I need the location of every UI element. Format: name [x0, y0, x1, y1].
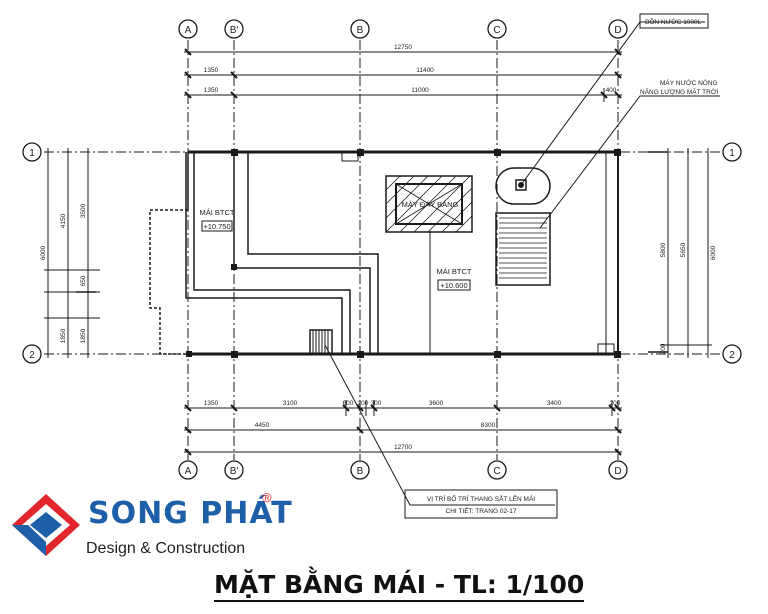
- dim-top-r2-a: 1350: [204, 67, 219, 74]
- axis-label-bottom-B: B: [357, 466, 364, 477]
- logo-tagline: Design & Construction: [86, 540, 246, 557]
- axis-label-top-Bprime: B': [230, 25, 239, 36]
- drawing-title: MẶT BẰNG MÁI - TL: 1/100: [214, 570, 585, 602]
- dim-bot-r1-e: 300: [371, 400, 382, 407]
- axis-label-top-D: D: [614, 25, 621, 36]
- dim-bot-r1-b: 3100: [283, 400, 298, 407]
- stair-label-1: VỊ TRÍ BỐ TRÍ THANG SẮT LÊN MÁI: [427, 493, 535, 503]
- dim-top-r3-c: 400: [606, 87, 617, 94]
- dim-left-inner-a: 3500: [80, 203, 87, 218]
- axis-label-bottom-A: A: [185, 466, 192, 477]
- dim-top-r3-b: 11000: [411, 87, 429, 94]
- dim-bot-r1-d: 200: [358, 400, 369, 407]
- solar-label-1: MÁY NƯỚC NÓNG: [660, 78, 718, 87]
- song-phat-logo: SONG PHÁT ® Design & Construction: [8, 490, 292, 560]
- axis-label-left-2: 2: [29, 350, 35, 361]
- dim-bot-r1-a: 1350: [204, 400, 219, 407]
- solar-label-2: NĂNG LƯỢNG MẶT TRỜI: [640, 87, 718, 96]
- dim-left-inner-c: 1850: [80, 328, 87, 343]
- tank-label: BỒN NƯỚC 1000L: [645, 16, 702, 26]
- dim-left-inner-b: 650: [80, 275, 87, 286]
- axis-label-bottom-Bprime: B': [230, 466, 239, 477]
- stair-label-2: CHI TIẾT: TRANG 02-17: [446, 505, 517, 515]
- axis-label-top-C: C: [493, 25, 500, 36]
- dim-top-r3-a: 1350: [204, 87, 219, 94]
- dim-left-mid-b: 1850: [60, 328, 67, 343]
- dim-bot-r1-c: 600: [343, 400, 354, 407]
- dim-bot-r2-b: 8300: [481, 422, 496, 429]
- axis-label-right-1: 1: [729, 148, 735, 159]
- axis-label-top-A: A: [185, 25, 192, 36]
- roof-left-level: +10.750: [203, 222, 230, 231]
- elevator-label: MÁY ĐÁY BẢNG: [402, 200, 459, 209]
- water-tank: [495, 167, 551, 205]
- dim-top-total: 12750: [394, 44, 412, 51]
- axis-label-bottom-C: C: [493, 466, 500, 477]
- roof-left-label: MÁI BTCT: [200, 208, 235, 217]
- axis-label-right-2: 2: [729, 350, 735, 361]
- dim-left-mid-a: 4150: [60, 213, 67, 228]
- roof-ladder: [309, 329, 333, 355]
- roof-right-label: MÁI BTCT: [437, 267, 472, 276]
- solar-heater: [495, 212, 551, 286]
- dim-right-inner-b: 200: [660, 343, 667, 354]
- axis-label-top-B: B: [357, 25, 364, 36]
- axis-label-left-1: 1: [29, 148, 35, 159]
- dim-bot-r2-a: 4450: [255, 422, 270, 429]
- dim-right-outer: 6000: [710, 245, 717, 260]
- dim-bot-total: 12700: [394, 444, 412, 451]
- dim-left-outer: 6000: [40, 245, 47, 260]
- elevator-box: [385, 175, 473, 233]
- dim-bot-r1-f: 3600: [429, 400, 444, 407]
- logo-mark-icon: [12, 494, 80, 556]
- roof-right-level: +10.600: [440, 281, 467, 290]
- dim-right-inner-a: 5800: [660, 242, 667, 257]
- logo-registered: ®: [262, 490, 272, 505]
- dim-bot-r1-g: 3400: [547, 400, 562, 407]
- dim-right-mid: 5650: [680, 242, 687, 257]
- logo-name: SONG PHÁT: [88, 496, 293, 531]
- dim-top-r2-b: 11400: [416, 67, 434, 74]
- dim-bot-r1-h: 200: [610, 400, 621, 407]
- axis-label-bottom-D: D: [614, 466, 621, 477]
